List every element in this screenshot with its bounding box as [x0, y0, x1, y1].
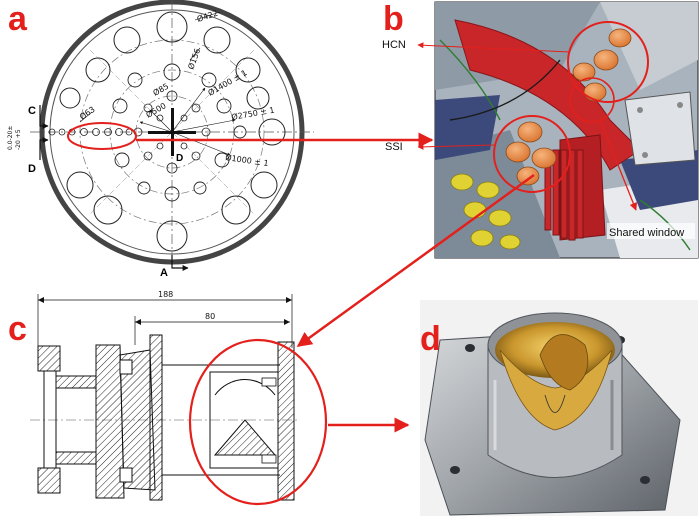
panel-label-b: b: [383, 0, 404, 38]
ssi-mirror-cylinders: [505, 121, 557, 186]
hcn-mirror-cylinders: [572, 28, 632, 102]
shared-window-circle: [569, 77, 615, 123]
section-label-a: A: [160, 267, 168, 279]
ssi-highlight-circle: [493, 115, 571, 193]
hcn-highlight-circle: [567, 21, 649, 103]
middle-port-holes: [112, 63, 247, 202]
dim-d63: Ø63: [77, 104, 96, 122]
panel-label-d: d: [420, 320, 441, 358]
svg-text:-20 +5: -20 +5: [15, 129, 22, 150]
arrow-b-to-c: [296, 173, 535, 348]
panel-label-c: c: [8, 310, 27, 348]
section-label-d-left: D: [28, 163, 36, 175]
panel-d-photo: [420, 300, 698, 516]
shared-window-plate: [624, 91, 696, 166]
section-label-c: C: [28, 105, 36, 117]
label-hcn: HCN: [382, 39, 406, 51]
ssi-highlight-ellipse: [67, 122, 137, 150]
panel-label-a: a: [8, 0, 27, 38]
panel-b-render: HCN SSI Shared window: [382, 1, 699, 259]
dim-d1400: Ø1400 ± 1: [206, 67, 249, 97]
mirror-holder-highlight: [188, 338, 328, 506]
dim-d156: Ø156: [185, 47, 202, 71]
outer-port-holes: [59, 11, 286, 252]
dim-188: 188: [158, 290, 173, 299]
red-support-arc: [454, 19, 641, 171]
dim-d500: Ø500: [144, 100, 168, 119]
inner-port-holes: [133, 90, 211, 174]
dim-d422: Ø422: [196, 8, 220, 24]
dim-80: 80: [205, 312, 215, 321]
section-label-d-center: D: [176, 153, 183, 164]
label-ssi: SSI: [385, 141, 403, 153]
label-shared-window: Shared window: [609, 227, 684, 239]
svg-text:0.0-20±: 0.0-20±: [7, 126, 14, 150]
dim-d1000: Ø1000 ± 1: [225, 152, 270, 168]
panel-c-section: 188 80: [30, 290, 328, 506]
